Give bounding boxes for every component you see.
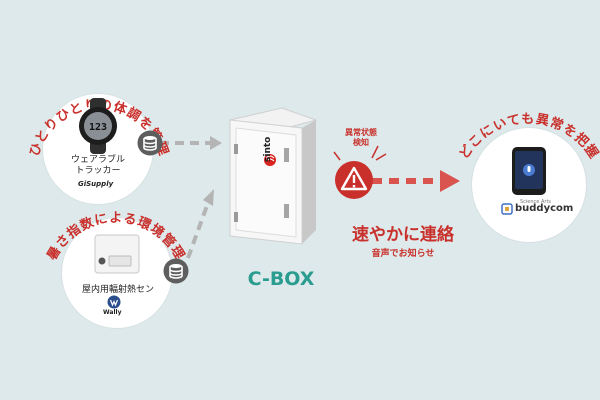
watch-display-text: 123 bbox=[89, 122, 107, 133]
wearable-arrowhead bbox=[210, 136, 222, 150]
sensor-caption: 屋内用輻射熱セン bbox=[82, 285, 155, 295]
alert-arrowhead bbox=[440, 170, 460, 192]
signal-lines-icon bbox=[333, 145, 387, 161]
smartwatch-icon: 123 bbox=[79, 98, 117, 154]
alert-label: 異常状態 検知 bbox=[345, 128, 377, 148]
contact-main-text: 速やかに連絡 bbox=[352, 225, 454, 245]
heat-sensor-icon bbox=[94, 234, 140, 274]
alert-label-line1: 異常状態 bbox=[345, 128, 377, 137]
smartphone-icon bbox=[512, 147, 546, 195]
database-icon bbox=[137, 130, 163, 156]
wally-logo-icon bbox=[107, 295, 121, 309]
wearable-caption-line2: トラッカー bbox=[75, 166, 121, 176]
mobile-brand-small: Science Arts bbox=[520, 199, 552, 205]
database-icon bbox=[163, 258, 189, 284]
contact-sub-text: 音声でお知らせ bbox=[371, 249, 435, 259]
sensor-brand: Wally bbox=[103, 309, 122, 316]
cbox-brand: sinto bbox=[263, 136, 273, 162]
buddycom-logo-icon bbox=[501, 203, 513, 215]
mobile-brand: buddycom bbox=[515, 203, 574, 214]
cbox-cabinet-icon bbox=[228, 107, 318, 245]
sensor-to-cbox-arrow bbox=[186, 202, 210, 259]
alert-label-line2: 検知 bbox=[353, 138, 369, 147]
sensor-arrowhead bbox=[203, 189, 214, 206]
wearable-brand: GiSupply bbox=[78, 180, 114, 188]
wearable-caption-line1: ウェアラブル bbox=[70, 155, 125, 165]
warning-icon bbox=[335, 161, 373, 199]
wearable-caption: ウェアラブル トラッカー bbox=[66, 155, 130, 177]
cbox-label: C-BOX bbox=[247, 268, 315, 290]
